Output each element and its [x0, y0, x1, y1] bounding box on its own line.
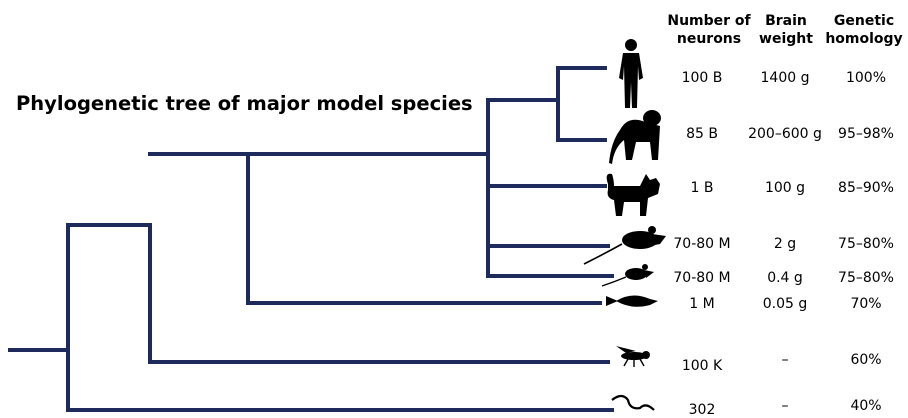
cell-neurons: 302 [660, 402, 744, 418]
fish-icon [606, 295, 658, 306]
cell-brain-weight: 2 g [742, 236, 828, 252]
fly-icon [616, 346, 650, 367]
tree-clade-vertebrates [150, 154, 600, 303]
cell-homology: 75–80% [826, 270, 906, 286]
cell-neurons: 1 M [660, 296, 744, 312]
header-neurons: Number of neurons [664, 12, 754, 48]
cell-brain-weight: 1400 g [742, 70, 828, 86]
cell-neurons: 70-80 M [660, 236, 744, 252]
cell-brain-weight: 0.05 g [742, 296, 828, 312]
cell-brain-weight: – [742, 352, 828, 368]
cell-neurons: 100 K [660, 358, 744, 374]
worm-icon [612, 396, 654, 410]
cell-homology: 85–90% [826, 180, 906, 196]
cell-homology: 95–98% [826, 126, 906, 142]
cell-neurons: 100 B [660, 70, 744, 86]
dog-icon [607, 174, 660, 216]
cell-homology: 70% [826, 296, 906, 312]
tree-clade-rodents [488, 186, 608, 246]
human-icon [619, 39, 643, 108]
monkey-icon [609, 110, 661, 164]
header-brain-weight: Brain weight [758, 12, 814, 48]
cell-neurons: 85 B [660, 126, 744, 142]
cell-brain-weight: – [742, 398, 828, 414]
cell-homology: 75–80% [826, 236, 906, 252]
cell-homology: 60% [826, 352, 906, 368]
cell-brain-weight: 100 g [742, 180, 828, 196]
cell-neurons: 70-80 M [660, 270, 744, 286]
tree-clade-primates [488, 68, 605, 140]
cell-brain-weight: 200–600 g [742, 126, 828, 142]
cell-homology: 100% [826, 70, 906, 86]
cell-neurons: 1 B [660, 180, 744, 196]
cell-brain-weight: 0.4 g [742, 270, 828, 286]
header-genetic-homology: Genetic homology [822, 12, 906, 48]
cell-homology: 40% [826, 398, 906, 414]
